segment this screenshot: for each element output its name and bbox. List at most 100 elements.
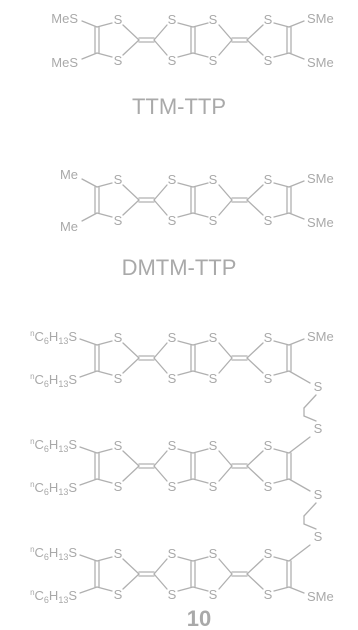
linker-bond [288, 370, 311, 384]
ring-sulfur: S [264, 587, 273, 602]
ring-bond [122, 199, 140, 216]
ring-bond [153, 184, 168, 201]
ring-bond [192, 212, 209, 218]
ring-bond [218, 24, 233, 41]
substituent-bond [81, 212, 98, 222]
bridge-bond [303, 502, 317, 517]
ring-bond [273, 586, 290, 592]
ring-bond [192, 370, 209, 376]
ring-bond [177, 52, 194, 58]
caption-dmtm-ttp: DMTM-TTP [122, 255, 237, 280]
ring-bond [273, 478, 290, 484]
ring-bond [96, 370, 113, 376]
ring-sulfur: S [209, 330, 218, 345]
ring-sulfur: S [168, 587, 177, 602]
ring-bond [192, 182, 209, 188]
ring-bond [246, 24, 264, 41]
ring-bond [96, 340, 113, 346]
ring-sulfur: S [264, 213, 273, 228]
methylthio-label: SMe [307, 11, 334, 26]
ring-bond [192, 22, 209, 28]
ring-bond [153, 199, 168, 216]
ring-bond [177, 22, 194, 28]
ring-bond [192, 586, 209, 592]
ring-sulfur: S [114, 330, 123, 345]
ring-sulfur: S [209, 12, 218, 27]
ring-bond [246, 450, 264, 467]
ring-sulfur: S [114, 546, 123, 561]
ring-bond [122, 465, 140, 482]
ring-bond [122, 39, 140, 56]
substituent-bond [79, 478, 98, 486]
ring-bond [96, 586, 113, 592]
ring-bond [218, 465, 233, 482]
bridge-bond [303, 523, 317, 530]
ring-bond [177, 370, 194, 376]
linker-bond [288, 478, 311, 492]
ring-bond [153, 465, 168, 482]
ring-bond [218, 357, 233, 374]
ring-sulfur: S [168, 330, 177, 345]
linker-sulfur: S [314, 529, 323, 544]
bridge-bond [303, 394, 317, 409]
ring-bond [218, 450, 233, 467]
ring-sulfur: S [264, 330, 273, 345]
ring-sulfur: S [114, 172, 123, 187]
captions: TTM-TTP DMTM-TTP 10 [122, 94, 237, 630]
substituent-bond [81, 178, 98, 188]
substituent-bond [81, 20, 98, 28]
ring-sulfur: S [168, 172, 177, 187]
linker-sulfur: S [314, 379, 323, 394]
ring-sulfur: S [114, 479, 123, 494]
ring-bond [273, 182, 290, 188]
ring-bond [122, 184, 140, 201]
ring-sulfur: S [114, 53, 123, 68]
ring-bond [273, 212, 290, 218]
ring-bond [273, 556, 290, 562]
substituent-bond [288, 52, 305, 60]
ring-sulfur: S [209, 479, 218, 494]
substituent-bond [288, 180, 305, 188]
ring-bond [177, 448, 194, 454]
substituent-bond [288, 20, 305, 28]
caption-ttm-ttp: TTM-TTP [132, 94, 226, 119]
ring-sulfur: S [209, 587, 218, 602]
ring-sulfur: S [114, 213, 123, 228]
atom-labels: SSSSSSSSMeSMeSSMeSMeSSSSSSSSMeMeSMeSMeSS… [30, 11, 334, 605]
ring-bond [218, 199, 233, 216]
hexyl-thio-label: nC6H13S [30, 437, 77, 454]
ring-bond [218, 573, 233, 590]
ring-bond [192, 448, 209, 454]
ring-bond [273, 448, 290, 454]
methylthio-label: SMe [307, 55, 334, 70]
ring-bond [246, 39, 264, 56]
methyl-label: Me [60, 219, 78, 234]
substituent-bond [79, 370, 98, 378]
ring-bond [192, 478, 209, 484]
ring-bond [153, 357, 168, 374]
ring-sulfur: S [114, 587, 123, 602]
ring-bond [177, 586, 194, 592]
linker-sulfur: S [314, 421, 323, 436]
ring-bond [192, 340, 209, 346]
ring-sulfur: S [168, 12, 177, 27]
hexyl-thio-label: nC6H13S [30, 372, 77, 389]
ring-bond [246, 199, 264, 216]
ring-bond [122, 558, 140, 575]
ring-bond [153, 573, 168, 590]
ring-bond [96, 52, 113, 58]
ring-sulfur: S [209, 438, 218, 453]
ring-sulfur: S [209, 546, 218, 561]
ring-bond [153, 39, 168, 56]
substituent-bond [79, 554, 98, 562]
ring-bond [153, 558, 168, 575]
methylthio-label: SMe [307, 215, 334, 230]
ring-bond [273, 52, 290, 58]
ring-bond [246, 558, 264, 575]
ring-sulfur: S [114, 12, 123, 27]
ring-bond [122, 573, 140, 590]
substituent-bond [79, 338, 98, 346]
ring-bond [218, 342, 233, 359]
ring-bond [122, 357, 140, 374]
